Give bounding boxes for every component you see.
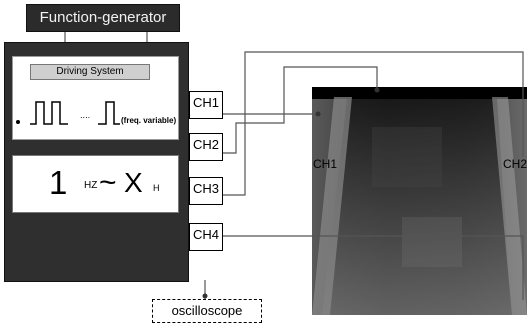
node-oscilloscope: [202, 293, 208, 299]
channel-ch1: CH1: [189, 91, 223, 119]
sample-photo: [312, 87, 527, 315]
display-value-x: X: [124, 167, 143, 198]
wire-ch2: [206, 66, 378, 154]
frequency-display: [12, 155, 179, 213]
function-generator-label: Function-generator: [26, 4, 180, 32]
driving-system-tab: Driving System: [30, 64, 150, 80]
display-unit-hz: HZ: [84, 180, 98, 191]
channel-ch4: CH4: [189, 223, 223, 251]
channel-ch3: CH3: [189, 177, 223, 205]
wire-ch3: [206, 51, 524, 196]
freq-variable-label: (freq. variable): [121, 116, 177, 125]
pulse-dots: ....: [80, 111, 90, 120]
oscilloscope-label: oscilloscope: [152, 299, 262, 323]
node-photo-ch2: [374, 87, 380, 93]
display-unit-h: H: [153, 183, 160, 193]
pulse-waveform: ....: [16, 101, 120, 125]
photo-label-ch2: CH2: [503, 157, 528, 171]
node-photo-ch1: [315, 111, 321, 117]
display-value-one: 1: [49, 164, 68, 201]
display-tilde: ~: [99, 166, 117, 199]
channel-ch2: CH2: [189, 133, 223, 161]
photo-label-ch1: CH1: [313, 157, 338, 171]
wire-ch4: [206, 235, 524, 300]
